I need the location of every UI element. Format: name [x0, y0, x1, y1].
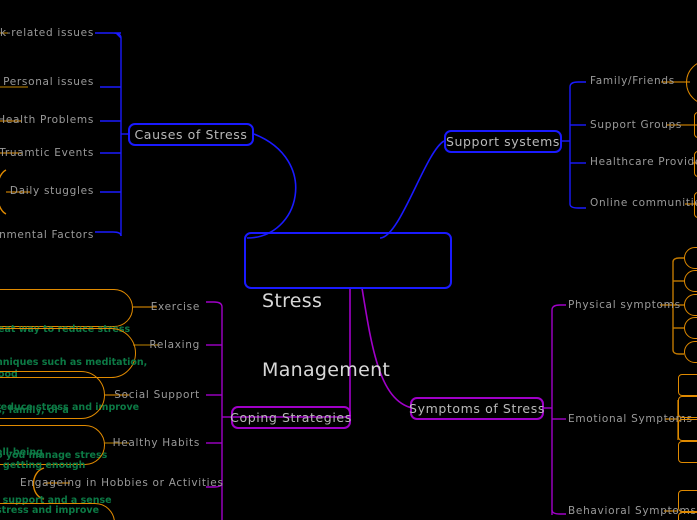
leaf-support-groups[interactable]: Support Groups	[590, 119, 683, 131]
bubble-line: stress and improve	[0, 505, 100, 516]
leaf-family-friends[interactable]: Family/Friends	[590, 75, 675, 87]
bubble-line: s, family, or a	[0, 405, 69, 416]
leaf-exercise[interactable]: Exercise	[150, 301, 200, 313]
detail-bubble-physical-5[interactable]	[684, 341, 697, 363]
detail-bubble-healthy-habits-text: , getting enough stress and improve	[0, 428, 99, 520]
branch-node-coping-strategies[interactable]: Coping Strategies	[230, 406, 352, 429]
detail-bubble-physical-1[interactable]	[684, 247, 697, 269]
leaf-healthy-habits[interactable]: Healthy Habits	[112, 437, 200, 449]
detail-bubble-behavioral-2[interactable]	[678, 512, 697, 520]
leaf-truamtic-events[interactable]: Truamtic Events	[0, 147, 94, 159]
leaf-health-problems[interactable]: Health Problems	[0, 114, 94, 126]
bubble-line: ood	[0, 369, 18, 380]
leaf-engageing-in-hobbies-or-activities[interactable]: Engageing in Hobbies or Activities	[20, 477, 224, 489]
leaf-online-communities[interactable]: Online communities	[590, 197, 697, 209]
branch-label: Symptoms of Stress	[409, 401, 545, 416]
leaf-work-related-issues[interactable]: Work-related issues	[0, 27, 94, 39]
detail-bubble-healthy-habits[interactable]	[0, 425, 105, 465]
branch-node-symptoms-of-stress[interactable]: Symptoms of Stress	[409, 397, 545, 420]
central-node-line1: Stress	[262, 290, 323, 312]
detail-bubble-emotional-3[interactable]	[678, 419, 697, 441]
detail-bubble-physical-3[interactable]	[684, 294, 697, 316]
detail-bubble-exercise[interactable]	[0, 289, 133, 327]
detail-bubble-support-groups[interactable]	[694, 112, 697, 138]
branch-node-causes-of-stress[interactable]: Causes of Stress	[128, 123, 254, 146]
branch-node-support-systems[interactable]: Support systems	[444, 130, 562, 153]
central-node-line2: Management	[262, 359, 391, 381]
leaf-healthcare-providers[interactable]: Healthcare Providers	[590, 156, 697, 168]
detail-bubble-behavioral-1[interactable]	[678, 490, 697, 512]
bubble-line: hniques such as meditation,	[0, 357, 148, 368]
leaf-physical-symptoms[interactable]: Physical symptoms	[568, 299, 681, 311]
detail-bubble-bottom-partial[interactable]	[0, 503, 115, 520]
detail-bubble-healthcare-providers[interactable]	[694, 151, 697, 177]
leaf-environmental-factors[interactable]: Environmental Factors	[0, 229, 94, 241]
detail-bubble-physical-4[interactable]	[684, 317, 697, 339]
bubble-line: l support and a sense	[0, 495, 112, 506]
bubble-line: ell-being	[0, 447, 43, 458]
branch-label: Support systems	[445, 134, 561, 149]
branch-label: Causes of Stress	[134, 127, 248, 142]
detail-bubble-family-friends[interactable]	[686, 60, 697, 105]
leaf-relaxing[interactable]: Relaxing	[149, 339, 200, 351]
leaf-emotional-symptoms[interactable]: Emotional Symptoms	[568, 413, 693, 425]
detail-bubble-emotional-1[interactable]	[678, 374, 697, 396]
bubble-line: , getting enough	[0, 460, 86, 471]
detail-bubble-relaxing[interactable]	[0, 328, 136, 378]
detail-bubble-social-support[interactable]	[0, 371, 105, 419]
leaf-daily-stuggles[interactable]: Daily stuggles	[9, 185, 94, 197]
leaf-social-support[interactable]: Social Support	[114, 389, 200, 401]
branch-label: Coping Strategies	[230, 410, 352, 425]
central-node[interactable]: Stress Management	[244, 232, 452, 381]
detail-bubble-emotional-4[interactable]	[678, 441, 697, 463]
detail-bubble-physical-2[interactable]	[684, 270, 697, 292]
detail-bubble-online-communities[interactable]	[694, 192, 697, 218]
detail-bubble-emotional-2[interactable]	[678, 396, 697, 418]
leaf-personal-issues[interactable]: Personal issues	[3, 76, 94, 88]
